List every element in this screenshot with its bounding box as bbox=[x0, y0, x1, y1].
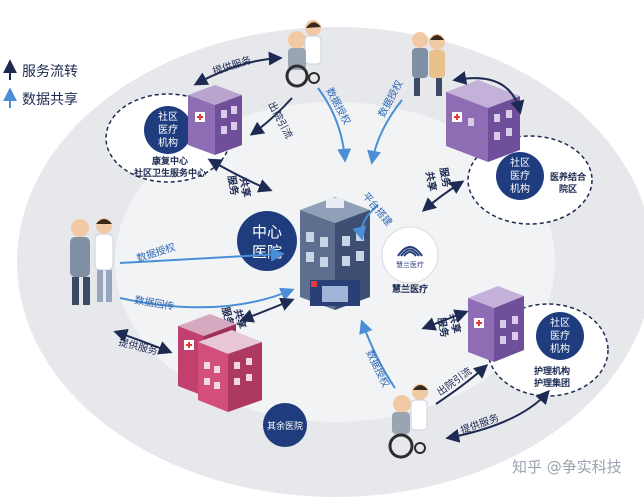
right-top-inst-line3: 机构 bbox=[510, 182, 530, 195]
platform-arrow bbox=[352, 204, 379, 241]
left-top-discharge-arrow bbox=[249, 97, 293, 136]
right-bottom-share-line2: 共享 bbox=[447, 312, 463, 334]
right-bottom-cluster: 社区 医疗 机构 护理机构 护理集团 服务 共享 数据授权 出院引流 提供服务 bbox=[359, 286, 609, 459]
right-bottom-share-arrow bbox=[421, 309, 469, 331]
left-bottom-data-return-arrow bbox=[119, 287, 295, 309]
center-label-line2: 医院 bbox=[252, 243, 282, 261]
left-top-building bbox=[188, 85, 242, 155]
left-mid-cluster: 数据授权 bbox=[70, 218, 285, 305]
right-bottom-share-line1: 服务 bbox=[435, 316, 451, 339]
left-top-share-line1: 服务 bbox=[225, 174, 241, 197]
center-label-line1: 中心 bbox=[252, 223, 282, 241]
right-bottom-inst-line2: 医疗 bbox=[550, 329, 570, 342]
left-bottom-provide-arrow bbox=[113, 328, 173, 355]
right-top-inst-line1: 社区 bbox=[510, 156, 530, 169]
left-top-inst-line2: 医疗 bbox=[158, 123, 178, 136]
left-bottom-badge-circle bbox=[263, 403, 307, 447]
logo-small-text: 慧兰医疗 bbox=[396, 260, 424, 269]
right-top-share-line2: 共享 bbox=[423, 170, 439, 192]
right-bottom-discharge-arrow bbox=[435, 364, 489, 405]
left-bottom-badge-label: 其余医院 bbox=[267, 420, 303, 432]
left-top-inst-line3: 机构 bbox=[158, 136, 178, 149]
right-bottom-inst-line3: 机构 bbox=[550, 342, 570, 355]
right-top-data-auth-arrow bbox=[367, 99, 403, 165]
right-bottom-data-auth-arrow bbox=[359, 319, 396, 389]
right-top-share-line1: 服务 bbox=[437, 166, 453, 189]
legend: 服务流转 数据共享 bbox=[2, 59, 78, 108]
left-top-caption1: 康复中心 bbox=[152, 155, 188, 167]
center-circle bbox=[237, 211, 297, 271]
left-top-caption2: 社区卫生服务中心 bbox=[133, 167, 206, 179]
left-top-provide-arrow bbox=[193, 51, 283, 86]
left-top-share-line2: 共享 bbox=[237, 176, 253, 198]
right-top-caption1: 医养结合 bbox=[550, 171, 587, 183]
right-bottom-inst-circle bbox=[536, 312, 584, 360]
logo-icon bbox=[397, 246, 423, 257]
left-top-data-auth-arrow bbox=[317, 87, 352, 163]
right-top-cluster: 社区 医疗 机构 医养结合 院区 数据授权 服务 共享 bbox=[367, 32, 593, 225]
left-bottom-cluster: 数据回传 提供服务 服务 共享 其余医院 bbox=[113, 287, 307, 447]
right-top-building bbox=[446, 80, 520, 162]
center-hospital-group: 中心 医院 慧兰医疗 慧兰医疗 bbox=[237, 190, 439, 310]
right-bottom-provide-arrow bbox=[445, 389, 550, 443]
right-top-share-arrow bbox=[421, 180, 465, 212]
right-bottom-inst-line1: 社区 bbox=[550, 316, 570, 329]
left-top-patient-figure bbox=[285, 20, 322, 88]
legend-service-flow: 服务流转 bbox=[22, 64, 78, 80]
left-mid-elderly-figure bbox=[70, 218, 114, 305]
right-bottom-caption2: 护理集团 bbox=[534, 377, 570, 389]
central-hospital-building bbox=[300, 197, 370, 310]
right-bottom-caption1: 护理机构 bbox=[534, 365, 570, 377]
right-top-inst-circle bbox=[496, 152, 544, 200]
logo-badge bbox=[381, 226, 439, 284]
right-bottom-patient-figure bbox=[388, 384, 428, 459]
left-top-share-arrow bbox=[207, 158, 273, 193]
legend-data-share: 数据共享 bbox=[22, 91, 78, 108]
right-top-caption2: 院区 bbox=[559, 183, 577, 195]
left-mid-data-auth-arrow bbox=[119, 247, 285, 264]
left-bottom-share-arrow bbox=[239, 297, 295, 323]
left-top-inst-circle bbox=[144, 106, 192, 154]
right-top-loop-arrow bbox=[452, 71, 525, 115]
watermark: 知乎 @争实科技 bbox=[512, 458, 622, 476]
right-top-couple-figure bbox=[412, 32, 445, 96]
left-bottom-hospital-building bbox=[178, 314, 262, 412]
left-top-inst-line1: 社区 bbox=[158, 110, 178, 123]
logo-caption: 慧兰医疗 bbox=[392, 283, 428, 295]
right-top-inst-line2: 医疗 bbox=[510, 169, 530, 182]
right-bottom-building bbox=[468, 286, 524, 362]
